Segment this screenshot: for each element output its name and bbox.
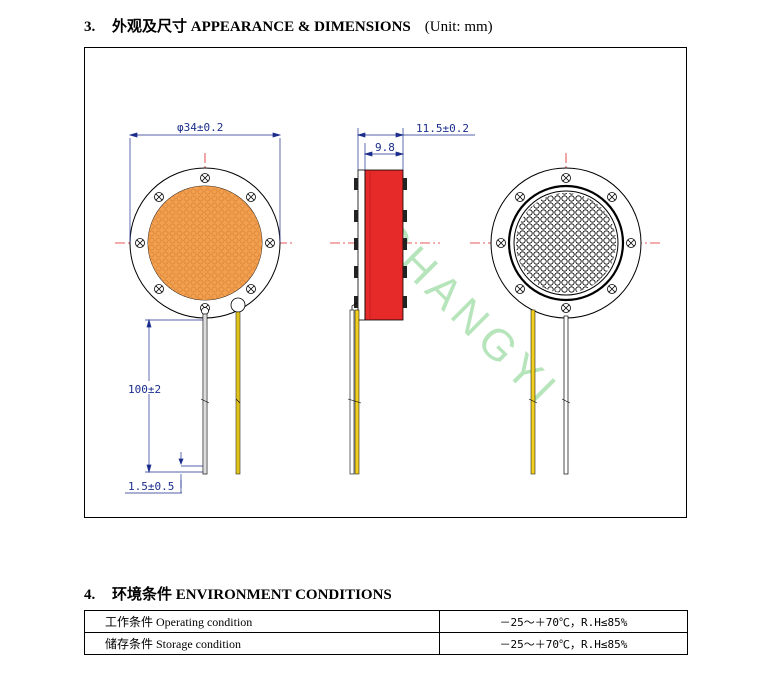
back-leads bbox=[528, 309, 571, 475]
operating-condition-label: 工作条件 Operating condition bbox=[84, 610, 440, 633]
diameter-label: φ34±0.2 bbox=[177, 121, 223, 134]
storage-condition-label: 储存条件 Storage condition bbox=[84, 632, 440, 655]
front-leads bbox=[200, 311, 241, 475]
side-body bbox=[364, 169, 404, 321]
back-perforated-grille bbox=[516, 193, 616, 293]
back-view bbox=[470, 153, 660, 475]
section-3-heading: 3. 外观及尺寸 APPEARANCE & DIMENSIONS (Unit: mm… bbox=[84, 15, 493, 36]
section-3-title: 外观及尺寸 APPEARANCE & DIMENSIONS bbox=[112, 19, 411, 35]
total-depth-label: 11.5±0.2 bbox=[416, 122, 469, 135]
lead-length-label: 100±2 bbox=[128, 383, 161, 396]
section-4-title: 环境条件 ENVIRONMENT CONDITIONS bbox=[112, 587, 392, 603]
side-view: 11.5±0.2 9.8 bbox=[330, 122, 475, 475]
table-row: 工作条件 Operating condition －25～＋70℃，R.H≤85… bbox=[84, 610, 688, 633]
lead-length-dimension bbox=[125, 318, 203, 494]
section-3-unit: (Unit: mm) bbox=[424, 19, 493, 35]
dimension-drawing: CHANGYI bbox=[115, 121, 660, 494]
table-row: 储存条件 Storage condition －25～＋70℃，R.H≤85% bbox=[84, 632, 688, 655]
diameter-dimension bbox=[128, 132, 282, 243]
lead-end-label: 1.5±0.5 bbox=[128, 480, 174, 493]
environment-conditions-table: 工作条件 Operating condition －25～＋70℃，R.H≤85… bbox=[84, 610, 688, 655]
section-4-heading: 4. 环境条件 ENVIRONMENT CONDITIONS bbox=[84, 583, 392, 604]
section-4-number: 4. bbox=[84, 587, 96, 603]
section-3-number: 3. bbox=[84, 19, 96, 35]
storage-condition-value: －25～＋70℃，R.H≤85% bbox=[439, 632, 688, 655]
dimension-drawing-frame: CHANGYI bbox=[84, 47, 687, 518]
front-view: φ34±0.2 100±2 1.5±0.5 bbox=[115, 121, 295, 494]
operating-condition-value: －25～＋70℃，R.H≤85% bbox=[439, 610, 688, 633]
body-depth-label: 9.8 bbox=[375, 141, 395, 154]
side-leads bbox=[347, 302, 362, 475]
